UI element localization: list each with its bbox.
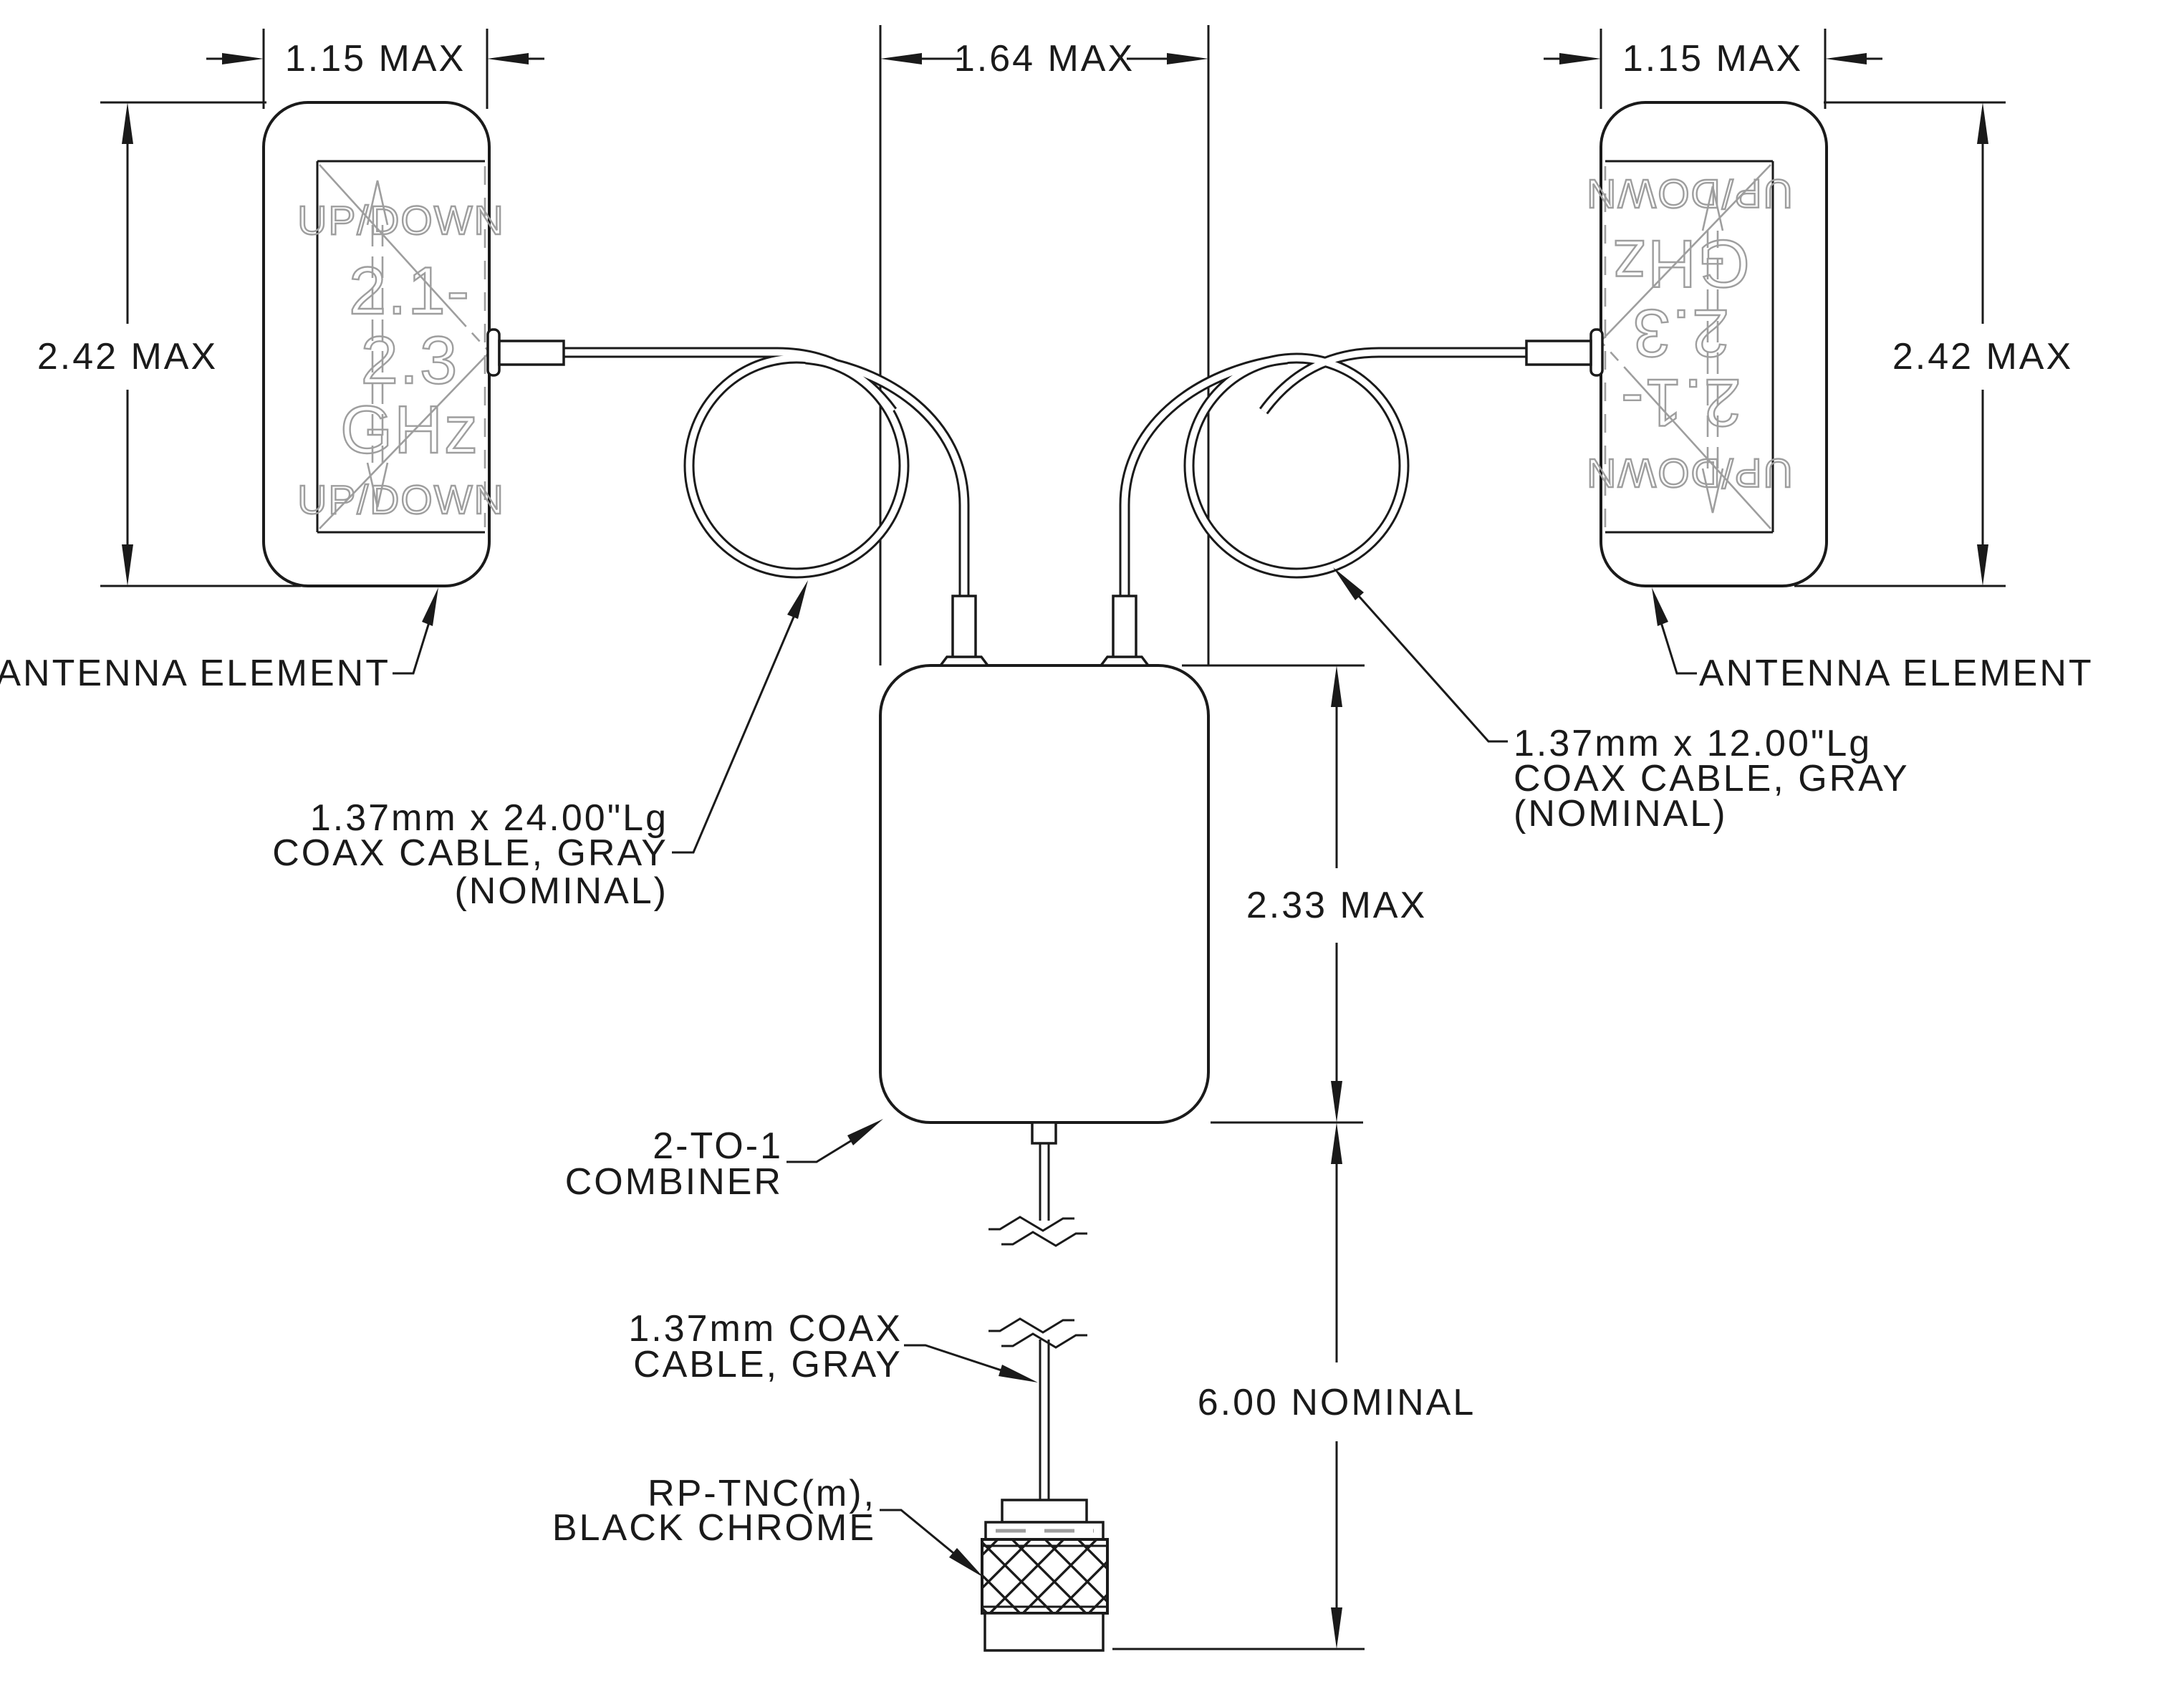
right-antenna-sticker: UP/DOWN 2.1- 2.3 GHz UP/DOWN (1584, 160, 1794, 534)
dim-cable-length: 6.00 NOMINAL (1198, 1382, 1476, 1423)
dim-combiner-width: 1.64 MAX (954, 38, 1135, 80)
combiner-output-stub (1031, 1121, 1057, 1145)
combiner-box (879, 595, 1210, 1145)
label-coax12-line1: 1.37mm x 12.00"Lg (1514, 723, 1872, 764)
combiner-right-flange (1098, 655, 1151, 667)
coax-cables (501, 347, 1589, 1504)
combiner-left-flange (938, 655, 991, 667)
sticker-row2: 2.1- (1620, 365, 1741, 441)
sticker-row5: UP/DOWN (297, 477, 504, 523)
left-cable-barrel (498, 340, 565, 366)
connector-barrel (983, 1612, 1105, 1652)
extension-lines (100, 25, 2006, 1650)
label-coax24-line2: COAX CABLE, GRAY (272, 832, 668, 874)
label-coax-out-line1: 1.37mm COAX (628, 1308, 903, 1350)
sticker-row1: UP/DOWN (297, 198, 504, 244)
cable-break-symbols (988, 1216, 1087, 1349)
sticker-row2: 2.1- (349, 253, 471, 328)
sticker-row5: UP/DOWN (1585, 170, 1792, 216)
sticker-row3: 2.3 (361, 322, 459, 398)
right-antenna-element: UP/DOWN 2.1- 2.3 GHz UP/DOWN (1525, 101, 1828, 587)
label-coax24-line1: 1.37mm x 24.00"Lg (310, 797, 668, 839)
label-combiner-line1: 2-TO-1 (653, 1125, 783, 1167)
leader-lines (393, 567, 1697, 1577)
left-antenna-element: UP/DOWN 2.1- 2.3 GHz UP/DOWN (262, 101, 565, 587)
connector-neck (1001, 1499, 1088, 1524)
sticker-row3: 2.3 (1632, 296, 1730, 371)
combiner-right-port (1112, 595, 1137, 662)
left-antenna-sticker: UP/DOWN 2.1- 2.3 GHz UP/DOWN (297, 160, 504, 534)
label-coax-out-line2: CABLE, GRAY (633, 1344, 903, 1385)
connector-knurled-ring (981, 1538, 1109, 1615)
label-coax12-line2: COAX CABLE, GRAY (1514, 758, 1910, 799)
dim-antenna-height-left: 2.42 MAX (37, 336, 218, 378)
left-feed-tab (486, 328, 501, 377)
right-feed-tab (1589, 328, 1604, 377)
dim-antenna-height-right: 2.42 MAX (1892, 336, 2073, 378)
sticker-row4: GHz (1611, 226, 1750, 302)
dim-antenna-width-right: 1.15 MAX (1622, 38, 1803, 80)
sticker-row1: UP/DOWN (1585, 450, 1792, 496)
rp-tnc-connector (981, 1499, 1109, 1652)
combiner-left-port (951, 595, 977, 662)
right-cable-barrel (1525, 340, 1592, 366)
dimension-texts: 1.15 MAX 1.64 MAX 1.15 MAX 2.42 MAX 2.42… (37, 38, 2073, 1423)
label-connector-line1: RP-TNC(m), (648, 1473, 876, 1514)
dim-antenna-width-left: 1.15 MAX (285, 38, 466, 80)
sticker-row4: GHz (340, 392, 479, 467)
label-antenna-element-right: ANTENNA ELEMENT (1699, 653, 2094, 694)
label-combiner-line2: COMBINER (565, 1161, 783, 1203)
label-antenna-element-left: ANTENNA ELEMENT (0, 653, 390, 694)
label-coax12-line3: (NOMINAL) (1514, 793, 1728, 835)
callout-texts: ANTENNA ELEMENT ANTENNA ELEMENT 1.37mm x… (0, 653, 2094, 1549)
label-coax24-line3: (NOMINAL) (454, 870, 668, 912)
dimension-lines (122, 53, 1988, 1649)
dim-combiner-height: 2.33 MAX (1246, 885, 1427, 926)
label-connector-line2: BLACK CHROME (552, 1507, 876, 1549)
